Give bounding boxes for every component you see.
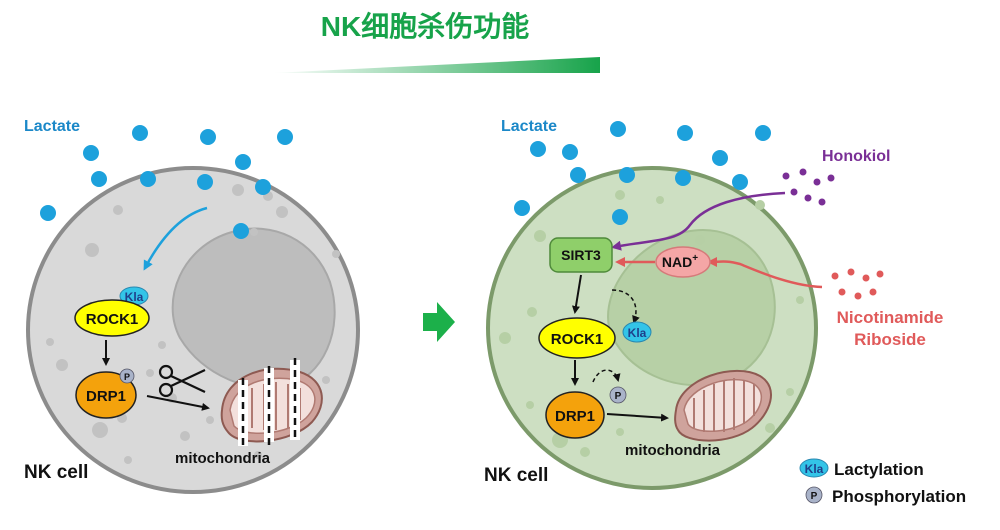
- left-p-label: P: [124, 372, 130, 382]
- nr-molecules: [831, 268, 884, 300]
- sirt3-rock1-arrow: [572, 274, 582, 314]
- left-p-badge: [119, 368, 135, 384]
- legend-lactylation-label: Lactylation: [834, 460, 924, 479]
- honokiol-arrow: [611, 191, 786, 251]
- legend-kla-badge: Kla: [805, 462, 824, 476]
- title-underline-bar: [272, 57, 600, 73]
- sirt3-node: [549, 237, 613, 273]
- left-lactate-label: Lactate: [24, 118, 80, 135]
- nr-label-line1: Nicotinamide: [837, 308, 944, 327]
- right-p-label: P: [615, 391, 622, 402]
- right-p-badge: [609, 386, 627, 404]
- right-mitochondria-label: mitochondria: [625, 442, 721, 459]
- left-mitochondrion: [220, 358, 323, 450]
- nad-label: NAD+: [662, 253, 698, 270]
- scissors-icon: [158, 364, 206, 398]
- sirt3-label: SIRT3: [561, 247, 601, 263]
- left-kla-label: Kla: [125, 290, 144, 304]
- left-cell-label: NK cell: [24, 462, 88, 483]
- page-title: NK细胞杀伤功能: [321, 10, 529, 42]
- nr-arrow: [707, 256, 823, 289]
- right-lactate-label: Lactate: [501, 118, 557, 135]
- nad-superscript: +: [692, 253, 698, 264]
- right-panel: Lactate Honokiol: [484, 118, 944, 490]
- right-rock1-label: ROCK1: [551, 331, 604, 348]
- left-lactate-molecules: [40, 125, 293, 239]
- right-granules: [499, 190, 804, 457]
- transition-arrow: [423, 302, 455, 342]
- right-mitochondrion: [674, 369, 772, 442]
- left-mitochondria-label: mitochondria: [175, 450, 271, 467]
- nr-label-line2: Riboside: [854, 330, 926, 349]
- nad-node: [655, 246, 711, 278]
- left-rock1-node: [74, 299, 150, 337]
- right-kla-label: Kla: [628, 326, 647, 340]
- nad-text: NAD: [662, 254, 692, 270]
- honokiol-molecules: [782, 168, 835, 206]
- legend-kla-badge-shape: [799, 458, 829, 478]
- legend-p-badge: P: [811, 491, 818, 502]
- right-drp1-mito-arrow: [606, 413, 669, 422]
- honokiol-label: Honokiol: [822, 148, 890, 165]
- legend-p-badge-shape: [805, 486, 823, 504]
- right-drp1-node: [545, 391, 605, 439]
- right-kla-badge: [622, 321, 652, 343]
- left-rock1-label: ROCK1: [86, 311, 139, 328]
- left-drp1-label: DRP1: [86, 388, 126, 405]
- left-panel: Lactate K: [24, 118, 360, 494]
- legend: Kla Lactylation P Phosphorylation: [799, 458, 966, 506]
- left-drp1-node: [75, 371, 137, 419]
- left-drp1-mito-arrow: [146, 395, 210, 411]
- right-cell-label: NK cell: [484, 465, 548, 486]
- right-drp1-label: DRP1: [555, 408, 595, 425]
- legend-phosphorylation-label: Phosphorylation: [832, 487, 966, 506]
- left-lactate-arrow: [143, 206, 208, 271]
- sirt3-kla-dashed-arrow: [611, 289, 640, 324]
- right-lactate-molecules: [514, 121, 771, 225]
- right-rock1-node: [538, 317, 616, 359]
